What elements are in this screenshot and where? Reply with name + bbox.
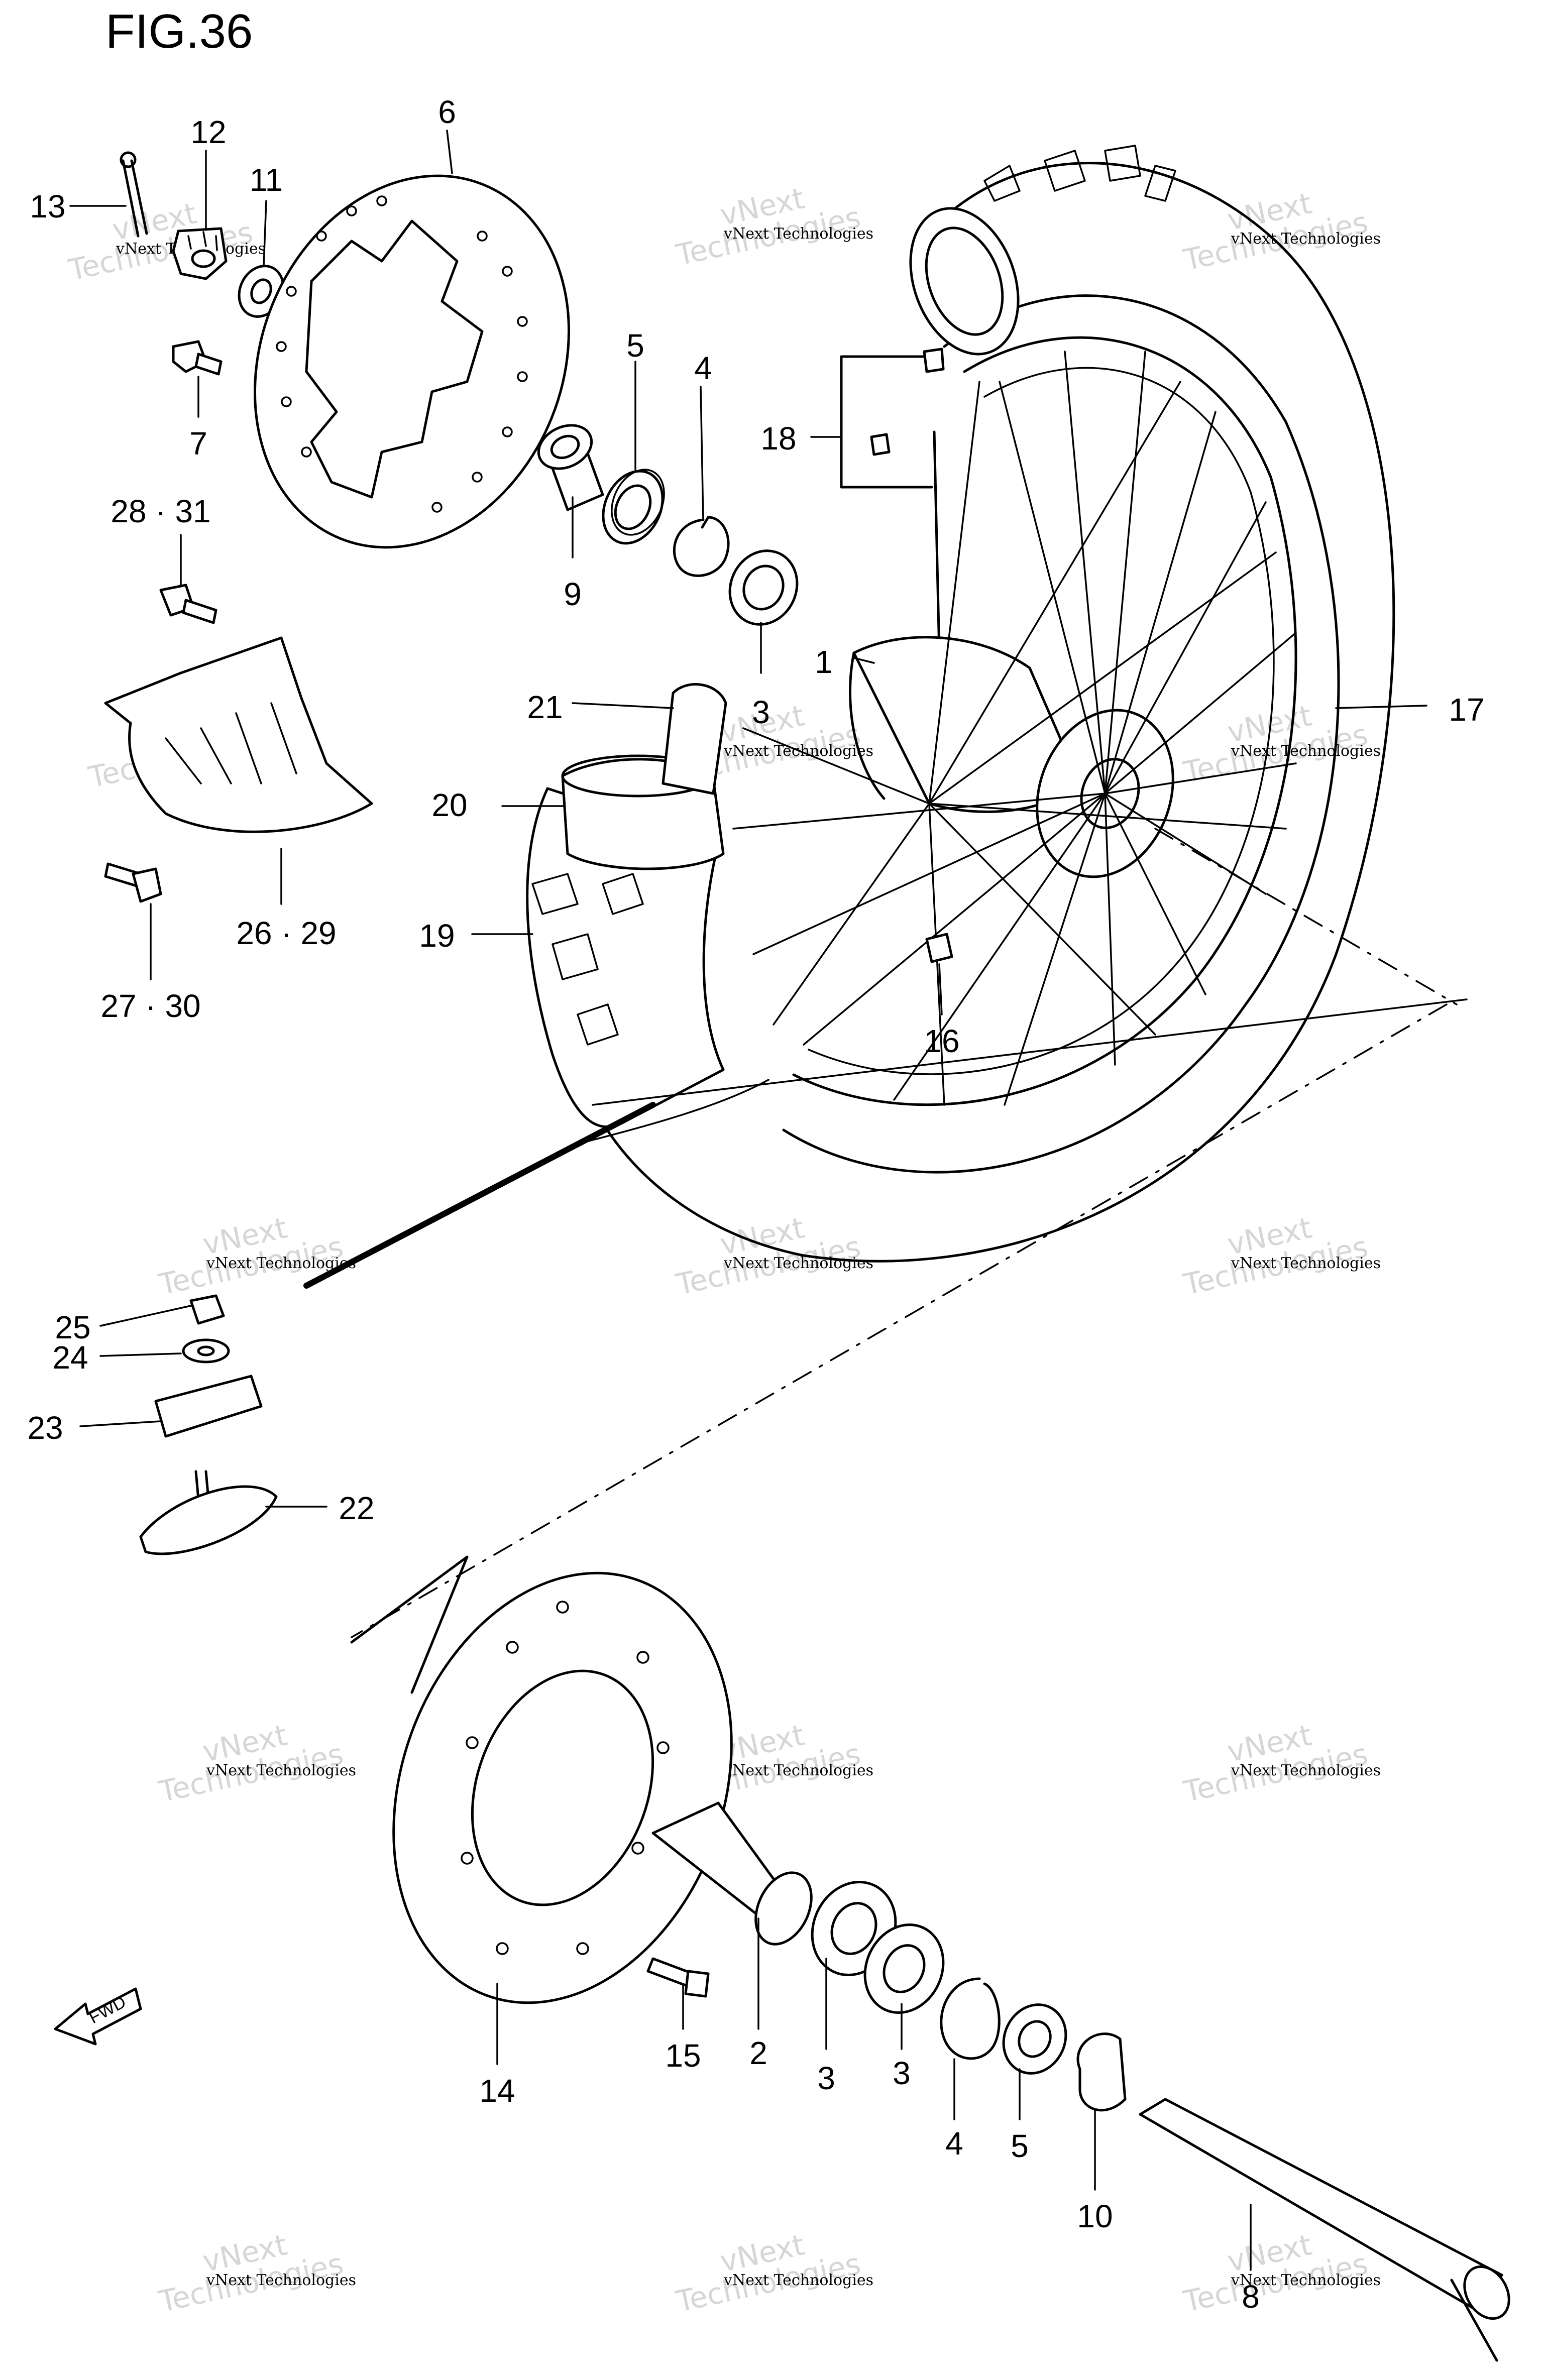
disc-guard-drawing bbox=[104, 636, 373, 833]
callout-13: 13 bbox=[30, 188, 65, 224]
callout-5-bottom: 5 bbox=[1011, 2128, 1029, 2164]
callout-23: 23 bbox=[27, 1410, 63, 1446]
callout-20: 20 bbox=[431, 787, 467, 823]
bearing-3-top-drawing bbox=[728, 549, 799, 626]
castle-nut-drawing bbox=[172, 227, 228, 280]
watermark: vNext Technologies vNext Technologies bbox=[1180, 698, 1381, 789]
svg-text:vNext Technologies: vNext Technologies bbox=[1231, 1255, 1381, 1272]
callout-9: 9 bbox=[564, 576, 582, 612]
watermark: vNext Technologies vNext Technologies bbox=[65, 196, 266, 287]
callout-10: 10 bbox=[1077, 2198, 1113, 2234]
figure-title: FIG.36 bbox=[105, 5, 253, 58]
callout-28-31: 28 · 31 bbox=[111, 493, 210, 529]
callout-11: 11 bbox=[250, 162, 283, 198]
watermark: vNext Technologies vNext Technologies bbox=[156, 2227, 356, 2319]
sprocket-drawing bbox=[350, 1555, 733, 2004]
watermark: vNext Technologies vNext Technologies bbox=[673, 2227, 873, 2319]
svg-text:vNext Technologies: vNext Technologies bbox=[206, 2272, 356, 2289]
watermark: vNext Technologies vNext Technologies bbox=[673, 181, 873, 272]
callout-18: 18 bbox=[760, 420, 796, 457]
callout-2: 2 bbox=[749, 2035, 767, 2071]
axle-drawing bbox=[1139, 2098, 1510, 2362]
callout-21: 21 bbox=[527, 689, 563, 725]
sleeve-drawing bbox=[651, 1801, 813, 1946]
callout-1: 1 bbox=[815, 644, 833, 680]
callout-17: 17 bbox=[1449, 692, 1484, 728]
svg-text:vNext Technologies: vNext Technologies bbox=[1231, 742, 1381, 760]
wheel-drawing bbox=[591, 145, 1458, 1263]
leader-lines bbox=[69, 130, 1468, 2271]
watermark: vNext Technologies vNext Technologies bbox=[156, 1718, 356, 1809]
rim-lock-parts-drawing bbox=[139, 1294, 278, 1555]
svg-text:vNext Technologies: vNext Technologies bbox=[723, 1762, 873, 1779]
bolt-7-drawing bbox=[172, 340, 223, 376]
callout-3-bottom-b: 3 bbox=[893, 2055, 911, 2091]
forward-arrow-icon: FWD bbox=[54, 1987, 142, 2046]
brake-disc-drawing bbox=[254, 174, 570, 549]
svg-text:vNext Technologies: vNext Technologies bbox=[1231, 1762, 1381, 1779]
callout-14: 14 bbox=[479, 2073, 515, 2109]
svg-text:vNext Technologies: vNext Technologies bbox=[1231, 2272, 1381, 2289]
watermark: vNext Technologies vNext Technologies bbox=[156, 1210, 356, 1302]
callout-19: 19 bbox=[419, 918, 455, 954]
bolt-28-31-drawing bbox=[159, 584, 217, 624]
watermark: vNext Technologies vNext Technologies bbox=[1180, 1718, 1381, 1809]
bottom-bearings-drawing bbox=[811, 1881, 1127, 2112]
callout-15: 15 bbox=[665, 2037, 701, 2074]
callouts: 13 12 11 6 7 28 · 31 5 4 18 9 3 1 21 17 … bbox=[27, 94, 1484, 2315]
callout-16: 16 bbox=[924, 1023, 959, 1059]
svg-text:vNext Technologies: vNext Technologies bbox=[723, 2272, 873, 2289]
watermark: vNext Technologies vNext Technologies bbox=[1180, 1210, 1381, 1302]
callout-4-top: 4 bbox=[694, 350, 712, 386]
tube-drawing bbox=[526, 787, 725, 1128]
valve-parts-drawing bbox=[840, 348, 945, 654]
callout-4-bottom: 4 bbox=[945, 2125, 963, 2162]
callout-6: 6 bbox=[438, 94, 456, 130]
callout-22: 22 bbox=[339, 1490, 374, 1526]
callout-12: 12 bbox=[190, 114, 226, 150]
watermarks: vNext Technologies vNext Technologies vN… bbox=[65, 181, 1381, 2319]
callout-26-29: 26 · 29 bbox=[236, 915, 336, 951]
rim-lock-drawing bbox=[662, 683, 727, 795]
svg-text:vNext Technologies: vNext Technologies bbox=[206, 1255, 356, 1272]
callout-24: 24 bbox=[52, 1339, 88, 1376]
nipple-drawing bbox=[925, 933, 953, 963]
hub-drawing bbox=[849, 636, 1174, 878]
watermark: vNext Technologies vNext Technologies bbox=[1180, 186, 1381, 277]
callout-7: 7 bbox=[189, 425, 207, 462]
spacer-9-drawing bbox=[537, 424, 604, 511]
svg-text:vNext Technologies: vNext Technologies bbox=[723, 225, 873, 243]
callout-3-top: 3 bbox=[752, 694, 770, 730]
callout-8: 8 bbox=[1242, 2279, 1260, 2315]
bearing-5-top-drawing bbox=[602, 469, 665, 545]
watermark: vNext Technologies vNext Technologies bbox=[1180, 2227, 1381, 2319]
circlip-4-top-drawing bbox=[673, 516, 730, 577]
bolt-15-drawing bbox=[646, 1957, 710, 1998]
cotter-pin-drawing bbox=[120, 151, 148, 238]
svg-text:vNext Technologies: vNext Technologies bbox=[206, 1762, 356, 1779]
callout-25: 25 bbox=[55, 1309, 90, 1345]
watermark: vNext Technologies vNext Technologies bbox=[673, 1210, 873, 1302]
callout-27-30: 27 · 30 bbox=[100, 988, 200, 1024]
svg-text:vNext Technologies: vNext Technologies bbox=[723, 1255, 873, 1272]
bolt-27-30-drawing bbox=[104, 862, 162, 903]
callout-5-top: 5 bbox=[626, 327, 644, 364]
svg-text:vNext Technologies: vNext Technologies bbox=[1231, 230, 1381, 248]
callout-3-bottom-a: 3 bbox=[817, 2060, 835, 2096]
